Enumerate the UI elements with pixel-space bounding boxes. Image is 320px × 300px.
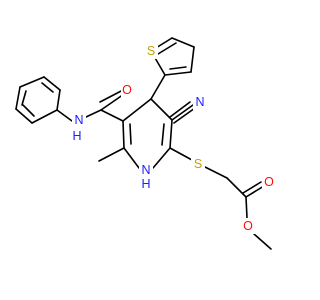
ring-hydrogen-label: H xyxy=(141,177,150,191)
amide-oxygen-label: O xyxy=(122,83,132,97)
nitrile-nitrogen-label: N xyxy=(195,95,204,109)
thioacetate-chain xyxy=(169,147,272,250)
bond-methyl xyxy=(98,147,125,162)
thioether-sulfur-label: S xyxy=(194,157,202,171)
dihydropyridine-ring xyxy=(122,98,173,169)
nitrile-group xyxy=(169,101,196,124)
phenyl-ring xyxy=(15,76,61,124)
amide-group xyxy=(56,88,128,122)
amide-nitrogen-label: N xyxy=(74,113,83,127)
structure-diagram: S S O N H N H N O O xyxy=(15,37,276,250)
ring-nitrogen-label: N xyxy=(141,163,150,177)
ester-carbonyl-oxygen-label: O xyxy=(264,175,274,189)
thiophene-ring xyxy=(150,37,195,76)
thiophene-sulfur-label: S xyxy=(147,44,155,58)
bond-thienyl-c4 xyxy=(150,74,166,100)
amide-hydrogen-label: H xyxy=(72,129,81,143)
molecule-canvas: S S O N H N H N O O xyxy=(15,37,276,250)
atom-labels: S S O N H N H N O O xyxy=(72,43,276,234)
ester-ether-oxygen-label: O xyxy=(243,219,253,233)
